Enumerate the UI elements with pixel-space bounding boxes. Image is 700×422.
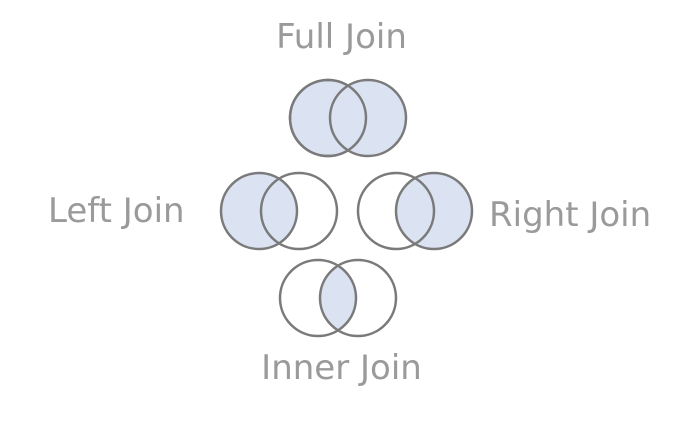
right-join-left-circle	[356, 171, 436, 251]
inner-join-label: Inner Join	[261, 348, 422, 388]
right-join-label: Right Join	[489, 195, 652, 235]
right-join-venn	[356, 171, 474, 251]
left-join-right-circle	[259, 171, 339, 251]
left-join-left-circle	[219, 171, 299, 251]
full-join-right-circle	[328, 78, 408, 158]
full-join-label: Full Join	[276, 17, 407, 57]
full-join-venn	[288, 78, 408, 158]
inner-join-intersection	[320, 260, 356, 336]
inner-join-left-circle	[278, 258, 358, 338]
inner-join-venn	[278, 258, 398, 338]
left-join-label: Left Join	[48, 191, 185, 231]
inner-join-right-circle	[318, 258, 398, 338]
full-join-left-outline	[288, 78, 368, 158]
left-join-venn	[219, 171, 339, 251]
